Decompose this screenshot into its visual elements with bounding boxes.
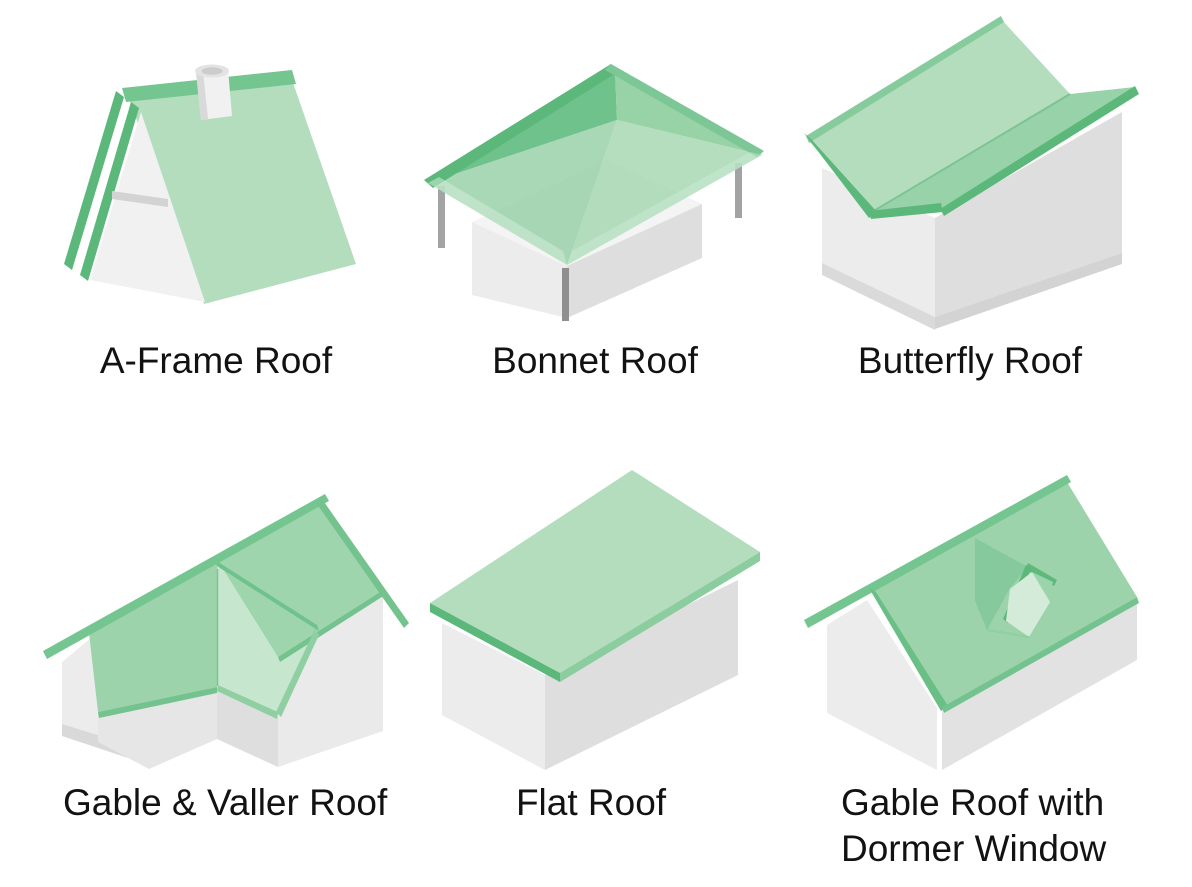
support-post [562, 268, 569, 321]
flat-roof-illustration [430, 470, 760, 770]
wall-face [567, 204, 702, 318]
roof-edge-trim [869, 203, 943, 219]
wall-face [278, 590, 383, 767]
roof-slab-top [430, 470, 760, 673]
label-gable-dormer-line1: Gable Roof with [841, 782, 1105, 823]
support-post [735, 163, 742, 218]
roof-edge-trim [940, 86, 1139, 216]
label-a-frame-roof: A-Frame Roof [99, 340, 333, 381]
dormer-sill-line [986, 629, 1030, 638]
wall-base-shadow [822, 263, 935, 330]
label-flat-roof: Flat Roof [515, 782, 667, 823]
roof-wing-right [872, 87, 1135, 212]
cross-ridge-cap [215, 560, 319, 631]
label-gable-valley-roof: Gable & Valler Roof [63, 782, 388, 823]
dormer-window [975, 538, 1057, 638]
gable-wall [827, 600, 937, 770]
roof-slab-edge [560, 552, 760, 682]
gable-dormer-roof-illustration [804, 475, 1139, 770]
a-frame-roof-illustration [64, 64, 356, 304]
eave-trim [942, 597, 1139, 713]
gable-valley-roof-illustration [43, 494, 409, 769]
wall-face [822, 168, 935, 317]
roof-edge-trim [804, 133, 877, 218]
cross-roof-pale-slope [217, 566, 315, 712]
cross-beam [112, 191, 168, 207]
roof-slope-front-right [567, 120, 762, 265]
wall-face [545, 580, 738, 770]
dormer-face [1006, 572, 1050, 637]
wall-base-shadow [935, 253, 1122, 329]
butterfly-roof-illustration [804, 16, 1139, 330]
wall-face [935, 112, 1122, 317]
rake-trim [64, 91, 124, 270]
main-roof-left-slope [89, 562, 217, 712]
wall-face [942, 597, 1137, 770]
ridge-cap [424, 64, 621, 188]
valley-line [871, 93, 1071, 213]
chimney-shade [196, 71, 208, 120]
support-post [438, 186, 445, 248]
wall-face [472, 222, 567, 318]
main-roof-right-slope [218, 503, 383, 657]
label-butterfly-roof: Butterfly Roof [857, 340, 1083, 381]
roof-slope-front-left [428, 120, 617, 265]
rake-trim [317, 499, 409, 628]
eave-trim [278, 590, 385, 662]
eave-trim [217, 685, 278, 719]
rake-trim [869, 588, 948, 711]
ridge-cap [605, 64, 764, 157]
dormer-side-slope [1032, 572, 1053, 601]
roof-edge-trim [806, 16, 1004, 143]
roof-slab-edge [430, 603, 560, 682]
eave-flare [567, 152, 762, 265]
chimney-opening [201, 67, 223, 75]
dormer-cheek [975, 538, 1028, 630]
label-bonnet-roof: Bonnet Roof [492, 340, 698, 381]
rake-trim [80, 102, 139, 281]
chimney [195, 64, 232, 120]
rake-trim [276, 629, 319, 717]
bonnet-roof-illustration [424, 64, 764, 321]
gable-face [90, 112, 205, 302]
eave-trim [98, 687, 217, 718]
main-ridge-cap [43, 494, 329, 659]
eave-flare [428, 177, 567, 265]
label-gable-dormer-roof: Gable Roof with Dormer Window [841, 780, 1171, 872]
label-gable-dormer-line2: Dormer Window [841, 828, 1107, 869]
wall-face [442, 623, 545, 770]
roof-wing-left [808, 20, 1070, 212]
